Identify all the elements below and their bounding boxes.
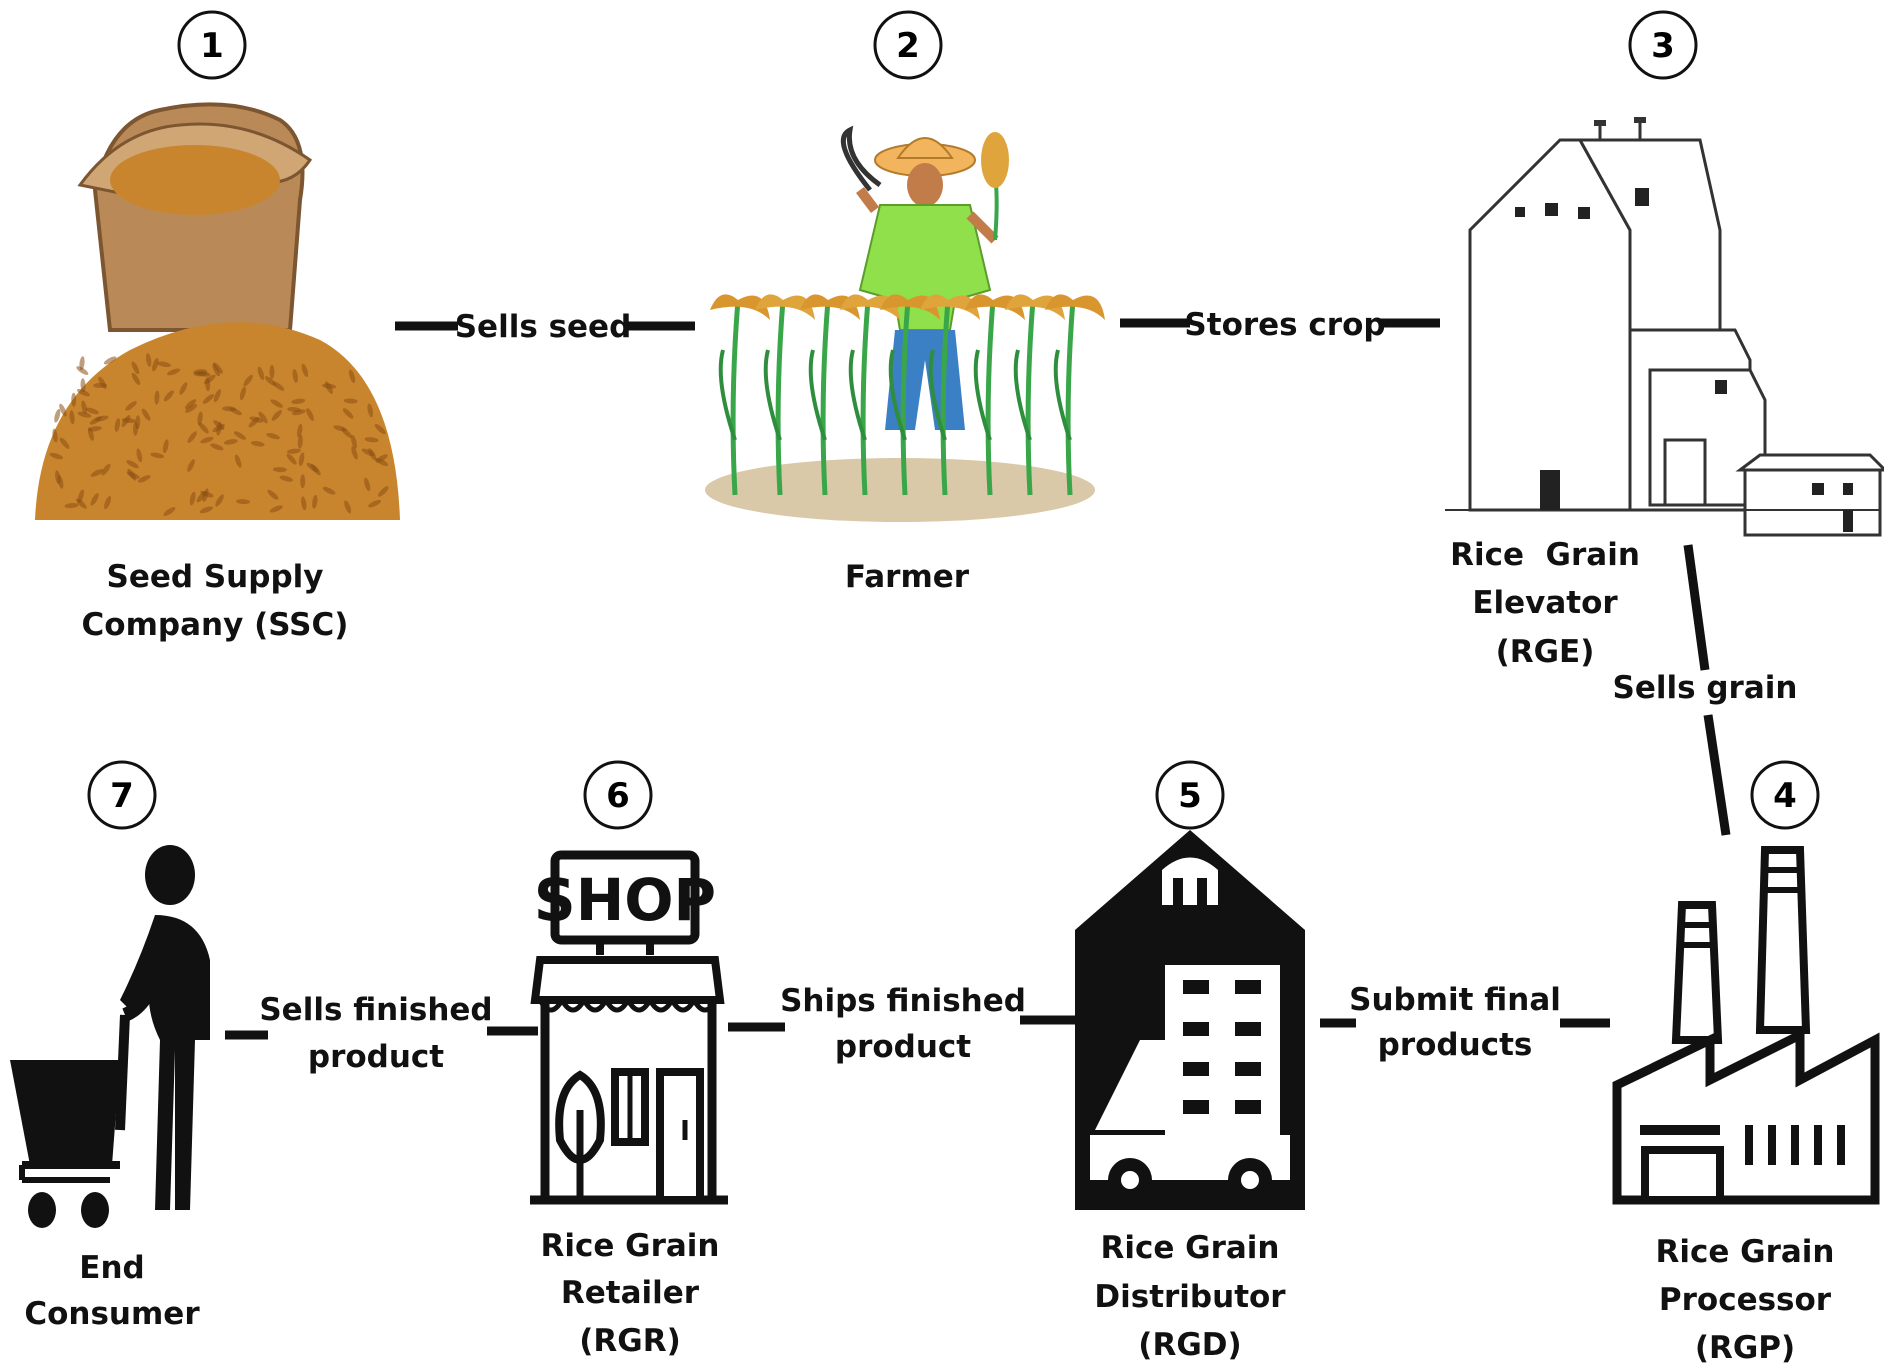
shop-sign-text: SHOP	[534, 866, 716, 934]
edge-label-product-1: product	[308, 1039, 444, 1075]
svg-text:(RGP): (RGP)	[1695, 1330, 1795, 1366]
edge-label-sells-grain: Sells grain	[1613, 670, 1798, 706]
node-label-rgr: Rice Grain Retailer (RGR)	[540, 1228, 719, 1359]
node-number-5: 5	[1155, 760, 1225, 830]
edge-label-product-2: product	[835, 1029, 971, 1065]
node-number-1: 1	[177, 10, 247, 80]
svg-text:Elevator: Elevator	[1472, 585, 1618, 621]
node-label-rgp: Rice Grain Processor (RGP)	[1655, 1234, 1834, 1366]
shop-icon: SHOP	[530, 850, 728, 1205]
node-label-rge: Rice Grain Elevator (RGE)	[1450, 537, 1640, 670]
svg-text:Consumer: Consumer	[24, 1296, 200, 1332]
svg-text:6: 6	[606, 776, 630, 816]
svg-text:Rice Grain: Rice Grain	[1450, 537, 1640, 573]
edge-label-sells-finished: Sells finished	[259, 992, 492, 1028]
edge-farmer-rge: Stores crop	[1120, 307, 1440, 343]
edge-label-products: products	[1378, 1027, 1533, 1063]
svg-text:Distributor: Distributor	[1094, 1279, 1286, 1315]
node-label-ssc: Seed Supply Company (SSC)	[82, 559, 349, 643]
svg-text:(RGR): (RGR)	[579, 1323, 681, 1359]
edge-rgd-rgr: Ships finished product	[728, 983, 1075, 1065]
factory-icon	[1612, 846, 1880, 1205]
svg-text:3: 3	[1651, 26, 1675, 66]
svg-text:Company (SSC): Company (SSC)	[82, 607, 349, 643]
svg-text:Rice Grain: Rice Grain	[540, 1228, 719, 1264]
edge-ssc-farmer: Sells seed	[395, 309, 695, 345]
node-label-rgd: Rice Grain Distributor (RGD)	[1094, 1230, 1286, 1363]
svg-text:(RGE): (RGE)	[1496, 634, 1595, 670]
grain-elevator-icon	[1445, 117, 1884, 537]
rice-sack-icon	[35, 102, 400, 520]
node-number-2: 2	[873, 10, 943, 80]
svg-text:Seed Supply: Seed Supply	[107, 559, 324, 595]
edge-label-stores-crop: Stores crop	[1184, 307, 1385, 343]
warehouse-truck-icon	[1075, 830, 1305, 1210]
svg-text:Processor: Processor	[1659, 1282, 1832, 1318]
svg-text:End: End	[79, 1250, 144, 1286]
svg-text:Rice Grain: Rice Grain	[1655, 1234, 1834, 1270]
edge-rgp-rgd: Submit final products	[1320, 982, 1610, 1063]
svg-text:7: 7	[110, 776, 134, 816]
edge-label-sells-seed: Sells seed	[455, 309, 632, 345]
svg-text:1: 1	[200, 26, 224, 66]
svg-text:Rice Grain: Rice Grain	[1100, 1230, 1279, 1266]
edge-rgr-consumer: Sells finished product	[225, 992, 538, 1075]
edge-label-ships-finished: Ships finished	[780, 983, 1026, 1019]
svg-text:4: 4	[1773, 776, 1797, 816]
svg-text:5: 5	[1178, 776, 1202, 816]
edge-rge-rgp: Sells grain	[1613, 544, 1798, 836]
node-number-3: 3	[1628, 10, 1698, 80]
svg-text:Retailer: Retailer	[561, 1275, 700, 1311]
farmer-icon	[705, 125, 1105, 522]
svg-text:2: 2	[896, 26, 920, 66]
shopping-cart-person-icon	[10, 845, 210, 1228]
node-label-consumer: End Consumer	[24, 1250, 200, 1332]
node-number-4: 4	[1750, 760, 1820, 830]
svg-text:(RGD): (RGD)	[1138, 1327, 1241, 1363]
node-number-7: 7	[87, 760, 157, 830]
svg-text:Farmer: Farmer	[845, 559, 970, 595]
node-label-farmer: Farmer	[845, 559, 970, 595]
edge-label-submit-final: Submit final	[1349, 982, 1561, 1018]
node-number-6: 6	[583, 760, 653, 830]
